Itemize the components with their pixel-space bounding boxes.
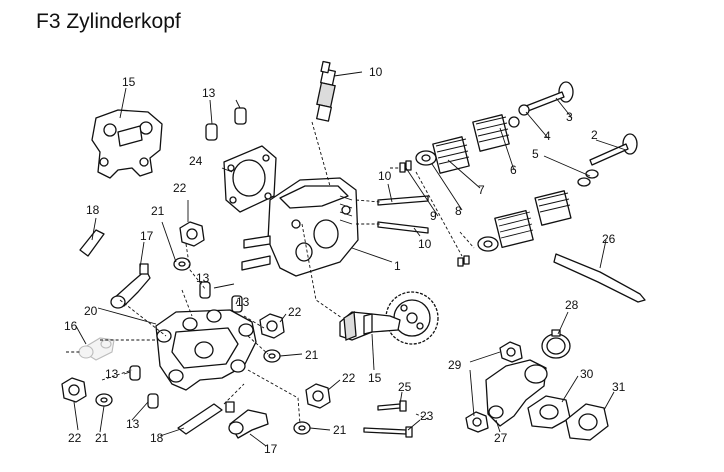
assembly-lines bbox=[66, 121, 475, 425]
part-number-label: 2 bbox=[591, 128, 598, 142]
part-number-label: 9 bbox=[430, 209, 437, 223]
part-number-label: 10 bbox=[418, 237, 432, 251]
part-number-label: 10 bbox=[369, 65, 383, 79]
part-number-labels: 10 13 15 3 2 4 5 6 24 10 22 7 18 21 8 9 … bbox=[64, 65, 626, 456]
part-number-label: 21 bbox=[305, 348, 319, 362]
valve-cotter-part bbox=[457, 257, 464, 267]
bolt-head-part bbox=[399, 400, 407, 412]
valve-cotter-part bbox=[405, 160, 412, 171]
part-number-label: 21 bbox=[95, 431, 109, 445]
part-number-label: 23 bbox=[420, 409, 434, 423]
part-number-label: 29 bbox=[448, 358, 462, 372]
camshaft-holder-part bbox=[155, 309, 257, 391]
bolt-part bbox=[377, 403, 401, 411]
valve-seal-part bbox=[508, 116, 520, 128]
part-number-label: 24 bbox=[189, 154, 203, 168]
part-number-label: 18 bbox=[86, 203, 100, 217]
part-number-label: 15 bbox=[368, 371, 382, 385]
intake-manifold-part bbox=[485, 359, 548, 427]
part-number-label: 13 bbox=[196, 271, 210, 285]
dowel-pin-part bbox=[129, 365, 141, 381]
rocker-shaft-part bbox=[177, 403, 223, 435]
part-number-label: 8 bbox=[455, 204, 462, 218]
part-number-label: 4 bbox=[544, 129, 551, 143]
part-number-label: 22 bbox=[288, 305, 302, 319]
part-number-label: 3 bbox=[566, 110, 573, 124]
flange-nut-part bbox=[259, 313, 285, 339]
part-number-label: 18 bbox=[150, 431, 164, 445]
part-number-label: 13 bbox=[105, 367, 119, 381]
bolt-head-part bbox=[405, 426, 413, 438]
rocker-arm-assembly-part bbox=[91, 109, 163, 179]
valve-spring-part bbox=[472, 114, 510, 152]
bolt-part bbox=[363, 427, 407, 435]
part-number-label: 25 bbox=[398, 380, 412, 394]
valve-seal-part bbox=[585, 169, 599, 179]
valve-cotter-part bbox=[463, 255, 470, 265]
stud-part bbox=[377, 221, 429, 234]
part-number-label: 17 bbox=[264, 442, 278, 456]
dowel-pin-part bbox=[199, 281, 211, 299]
part-number-label: 22 bbox=[342, 371, 356, 385]
rocker-arm-part bbox=[110, 263, 151, 309]
head-gasket-part bbox=[223, 145, 277, 213]
rocker-arm-part bbox=[225, 401, 269, 439]
part-number-label: 28 bbox=[565, 298, 579, 312]
stud-part bbox=[377, 195, 429, 206]
dowel-pin-part bbox=[231, 295, 243, 313]
part-number-label: 7 bbox=[478, 183, 485, 197]
hose-clamp-part bbox=[541, 329, 571, 359]
part-number-label: 15 bbox=[122, 75, 136, 89]
part-number-label: 21 bbox=[151, 204, 165, 218]
leader-lines bbox=[73, 71, 627, 447]
part-number-label: 10 bbox=[378, 169, 392, 183]
valve-spring-part bbox=[432, 136, 470, 174]
part-number-label: 20 bbox=[84, 304, 98, 318]
flange-nut-part bbox=[61, 377, 87, 403]
intake-gasket-part bbox=[527, 395, 571, 429]
part-number-label: 22 bbox=[173, 181, 187, 195]
page-title: F3 Zylinderkopf bbox=[36, 10, 181, 33]
valve-spring-part bbox=[534, 190, 572, 226]
part-number-label: 21 bbox=[333, 423, 347, 437]
valve-cotter-part bbox=[399, 162, 406, 173]
dowel-pin-part bbox=[205, 123, 218, 141]
insulator-part bbox=[565, 403, 609, 441]
rocker-shaft-part bbox=[79, 229, 105, 257]
valve-spring-part bbox=[494, 209, 534, 249]
part-number-label: 26 bbox=[602, 232, 616, 246]
flange-nut-part bbox=[465, 411, 489, 433]
exhaust-valve-part bbox=[589, 133, 638, 166]
intake-valve-part bbox=[525, 81, 574, 112]
spark-plug-part bbox=[316, 60, 336, 122]
part-number-label: 6 bbox=[510, 163, 517, 177]
part-number-label: 22 bbox=[68, 431, 82, 445]
camshaft-part bbox=[339, 291, 439, 345]
part-number-label: 5 bbox=[532, 147, 539, 161]
part-number-label: 13 bbox=[236, 295, 250, 309]
cylinder-head-part bbox=[241, 177, 359, 277]
parts-drawing bbox=[61, 60, 646, 441]
chain-guide-part bbox=[553, 253, 646, 303]
flange-nut-part bbox=[179, 221, 205, 247]
part-number-label: 17 bbox=[140, 229, 154, 243]
part-number-label: 16 bbox=[64, 319, 78, 333]
dowel-pin-part bbox=[234, 107, 247, 125]
dowel-pin-part bbox=[147, 393, 159, 409]
flange-nut-part bbox=[499, 341, 523, 363]
part-number-label: 31 bbox=[612, 380, 626, 394]
part-number-label: 1 bbox=[394, 259, 401, 273]
part-number-label: 27 bbox=[494, 431, 508, 445]
part-number-label: 13 bbox=[202, 86, 216, 100]
valve-seal-part bbox=[577, 177, 591, 187]
flange-nut-part bbox=[305, 383, 331, 409]
rocker-arm-small-part bbox=[78, 337, 115, 361]
part-number-label: 30 bbox=[580, 367, 594, 381]
part-number-label: 13 bbox=[126, 417, 140, 431]
